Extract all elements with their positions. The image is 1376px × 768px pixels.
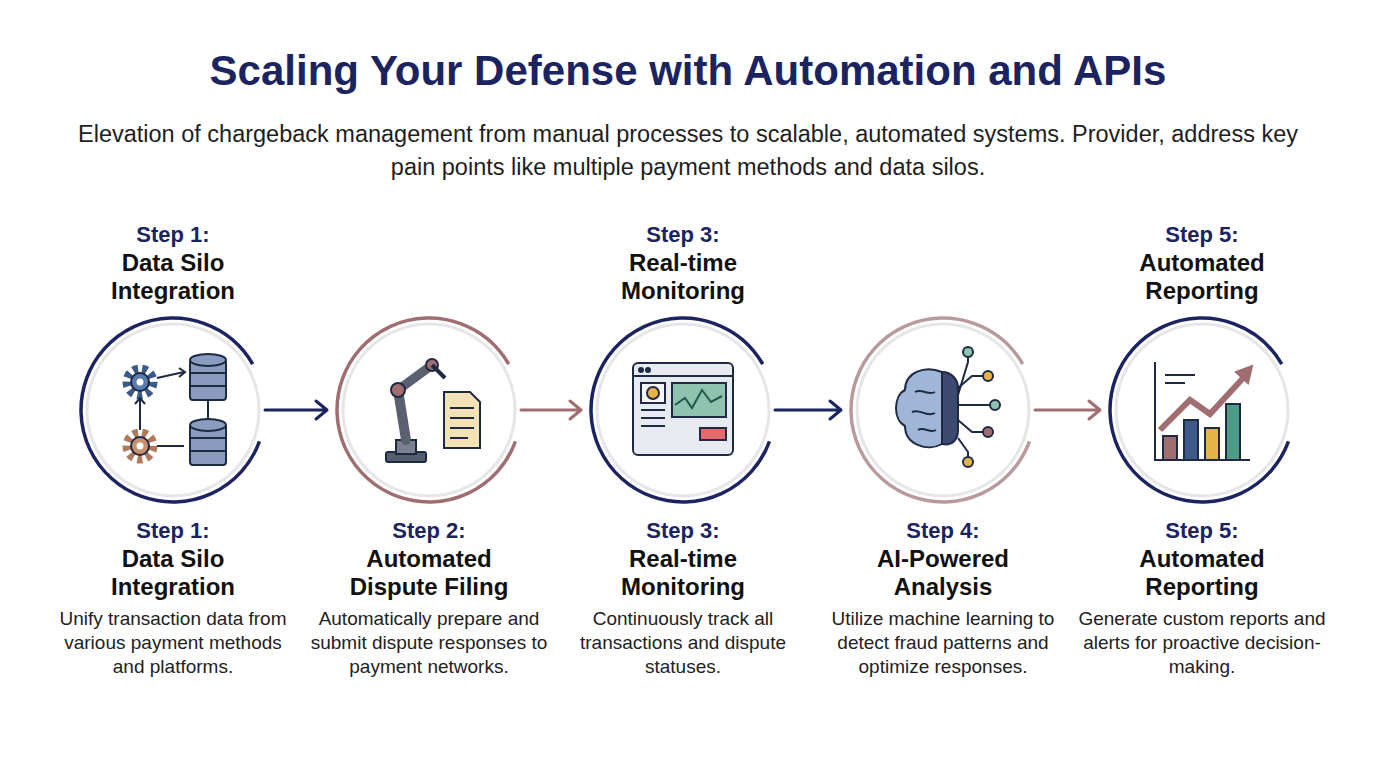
bottom-caption: Step 2:Automated Dispute FilingAutomatic… — [304, 517, 554, 679]
step-title: Data Silo Integration — [83, 545, 263, 601]
circle-inner — [857, 324, 1029, 496]
step-title: Data Silo Integration — [83, 249, 263, 305]
step-number: Step 2: — [304, 517, 554, 545]
step-description: Unify transaction data from various paym… — [48, 607, 298, 679]
step-number: Step 4: — [818, 517, 1068, 545]
circle-ring — [847, 314, 1039, 506]
bottom-caption: Step 3:Real-time MonitoringContinuously … — [558, 517, 808, 679]
step-title: Automated Reporting — [1112, 545, 1292, 601]
step-description: Continuously track all transactions and … — [558, 607, 808, 679]
step-title: Automated Reporting — [1112, 249, 1292, 305]
step-node: Step 1:Data Silo IntegrationStep 1:Data … — [43, 215, 303, 725]
step-circle — [587, 314, 779, 506]
step-title: Real-time Monitoring — [593, 249, 773, 305]
step-circle — [1106, 314, 1298, 506]
step-number: Step 1: — [83, 221, 263, 249]
top-heading: Step 5:Automated Reporting — [1112, 221, 1292, 305]
circle-inner — [597, 324, 769, 496]
step-description: Utilize machine learning to detect fraud… — [818, 607, 1068, 679]
step-node: Step 4:AI-Powered AnalysisUtilize machin… — [813, 215, 1073, 725]
diagram-title: Scaling Your Defense with Automation and… — [0, 44, 1376, 98]
chart-icon — [1155, 362, 1252, 460]
step-circle — [333, 314, 525, 506]
step-description: Generate custom reports and alerts for p… — [1077, 607, 1327, 679]
circle-inner — [87, 324, 259, 496]
top-heading: Step 1:Data Silo Integration — [83, 221, 263, 305]
step-number: Step 3: — [558, 517, 808, 545]
step-node: Step 5:Automated ReportingStep 5:Automat… — [1072, 215, 1332, 725]
step-node: Step 3:Real-time MonitoringStep 3:Real-t… — [553, 215, 813, 725]
circle-ring — [333, 314, 525, 506]
top-heading: Step 3:Real-time Monitoring — [593, 221, 773, 305]
bottom-caption: Step 1:Data Silo IntegrationUnify transa… — [48, 517, 298, 679]
step-node: Step 2:Automated Dispute FilingAutomatic… — [299, 215, 559, 725]
step-number: Step 5: — [1077, 517, 1327, 545]
monitor-icon — [633, 363, 733, 455]
step-title: AI-Powered Analysis — [853, 545, 1033, 601]
circle-ring — [1106, 314, 1298, 506]
step-title: Automated Dispute Filing — [339, 545, 519, 601]
circle-ring — [77, 314, 269, 506]
flow-arrow — [775, 401, 841, 419]
step-description: Automatically prepare and submit dispute… — [304, 607, 554, 679]
integration-icon — [127, 354, 226, 465]
flow-arrow — [521, 401, 581, 419]
flow-arrow — [265, 401, 327, 419]
circle-inner — [343, 324, 515, 496]
bottom-caption: Step 4:AI-Powered AnalysisUtilize machin… — [818, 517, 1068, 679]
step-title: Real-time Monitoring — [593, 545, 773, 601]
step-circle — [847, 314, 1039, 506]
bottom-caption: Step 5:Automated ReportingGenerate custo… — [1077, 517, 1327, 679]
robot-arm-icon — [386, 359, 480, 462]
step-number: Step 5: — [1112, 221, 1292, 249]
subtitle-text: Elevation of chargeback management from … — [73, 118, 1303, 184]
circle-inner — [1116, 324, 1288, 496]
step-number: Step 3: — [593, 221, 773, 249]
brain-icon — [896, 347, 1000, 467]
step-circle — [77, 314, 269, 506]
step-number: Step 1: — [48, 517, 298, 545]
circle-ring — [587, 314, 779, 506]
flow-arrow — [1035, 401, 1100, 419]
